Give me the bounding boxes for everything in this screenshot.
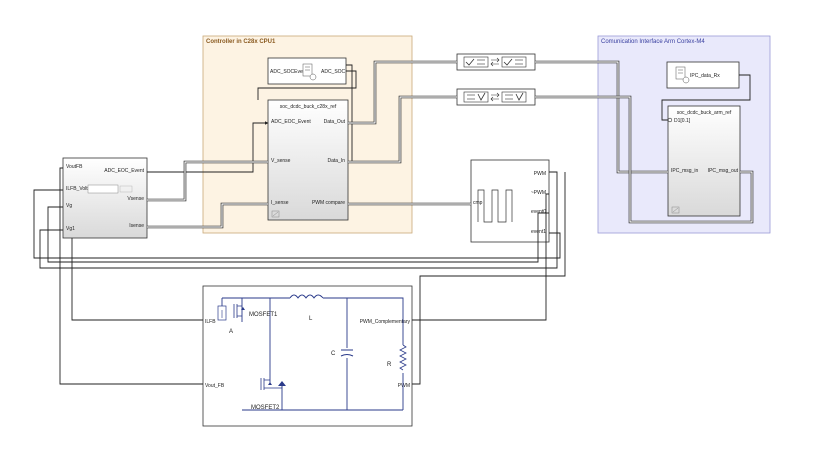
- port-event0: event0: [531, 209, 546, 215]
- signal-line[interactable]: [39, 171, 558, 269]
- signal-line[interactable]: [147, 121, 269, 173]
- port-ipc-msg-in: IPC_msg_in: [671, 168, 698, 174]
- port-vg: Vg: [66, 203, 72, 209]
- pwm-block[interactable]: cmp PWM ~PWM event0 event1: [470, 159, 550, 243]
- resistor-icon: R: [387, 344, 407, 373]
- bus-line-inner: [348, 96, 457, 163]
- comm-area-title: Comunication Interface Arm Cortex-M4: [601, 39, 705, 45]
- resistor-label: R: [387, 362, 392, 368]
- ipc-channel-1-block[interactable]: [456, 53, 536, 71]
- port-d1: D1[0.1]: [674, 118, 691, 124]
- sensor-inner-gain: [119, 185, 133, 193]
- mosfet1-icon: MOSFET1: [233, 304, 278, 318]
- ipc-transfer-icon: [463, 91, 527, 103]
- port-ipc-msg-out: IPC_msg_out: [708, 168, 739, 174]
- mosfet2-label: MOSFET2: [251, 405, 280, 411]
- port-vout-fb-plant: Vout_FB: [205, 383, 225, 389]
- adc-soc-block[interactable]: ADC_SOCEvent ADC_SOC: [267, 57, 347, 85]
- pwm-waveform-icon: [477, 189, 513, 223]
- port-pwm-inv: ~PWM: [531, 190, 546, 196]
- port-pwm-compare: PWM compare: [312, 200, 345, 206]
- controller-area-title: Controller in C28x CPU1: [206, 39, 276, 45]
- sensor-inner-subsystem: [87, 184, 119, 194]
- signal-line[interactable]: [33, 189, 561, 259]
- bus-line-inner: [147, 203, 268, 228]
- inductor-icon: L: [289, 294, 324, 322]
- arm-ref-model-block[interactable]: soc_dcdc_buck_arm_ref D1[0.1] IPC_msg_in…: [667, 105, 741, 217]
- task-icon: [675, 66, 690, 84]
- port-pwm-complementary: PWM_Complementary: [360, 319, 411, 325]
- port-vout-fb: VoutFB: [66, 164, 83, 170]
- port-adc-eoc-event-out: ADC_EOC_Event: [104, 168, 144, 174]
- c28x-ref-model-block[interactable]: soc_dcdc_buck_c28x_ref ADC_EOC_Event V_s…: [267, 99, 349, 221]
- function-call-port-icon: [667, 117, 673, 123]
- signal-line[interactable]: [412, 172, 566, 385]
- inductor-label: L: [309, 316, 313, 322]
- mosfet2-icon: MOSFET2: [251, 378, 286, 411]
- port-vsense-out: Vsense: [127, 196, 144, 202]
- port-pwm: PWM: [534, 171, 546, 177]
- sensor-adc-block[interactable]: VoutFB ILFB_Volts Vg Vg1 ADC_EOC_Event V…: [62, 157, 148, 239]
- port-data-out: Data_Out: [324, 119, 346, 125]
- bus-line-inner: [535, 61, 668, 173]
- model-reference-icon: [671, 206, 680, 214]
- ipc-data-rx-label: IPC_data_Rx: [690, 73, 720, 79]
- port-ilfb: ILFB: [205, 319, 216, 325]
- task-icon: [302, 63, 317, 81]
- port-pwm-plant: PWM: [398, 383, 410, 389]
- port-i-sense: I_sense: [271, 200, 289, 206]
- port-v-sense: V_sense: [271, 158, 291, 164]
- plant-subsystem-block[interactable]: ILFB Vout_FB PWM_Complementary PWM A MOS…: [202, 285, 413, 427]
- model-reference-icon: [271, 210, 280, 218]
- mosfet1-label: MOSFET1: [249, 312, 278, 318]
- bus-line-inner: [535, 96, 753, 223]
- port-data-in: Data_In: [327, 158, 345, 164]
- signal-line[interactable]: [412, 193, 549, 321]
- port-vg1: Vg1: [66, 226, 75, 232]
- ipc-channel-2-block[interactable]: [456, 88, 536, 106]
- ammeter-label: A: [229, 329, 233, 335]
- port-ilfb-volts: ILFB_Volts: [66, 186, 91, 192]
- signal-line[interactable]: [59, 167, 203, 385]
- bus-line-inner: [147, 161, 268, 201]
- capacitor-icon: C: [331, 348, 354, 358]
- port-adc-eoc-event: ADC_EOC_Event: [271, 119, 311, 125]
- capacitor-label: C: [331, 351, 336, 357]
- signal-line[interactable]: [661, 74, 751, 121]
- arm-ref-model-title: soc_dcdc_buck_arm_ref: [677, 110, 732, 116]
- c28x-ref-model-title: soc_dcdc_buck_c28x_ref: [280, 104, 337, 110]
- signal-line[interactable]: [257, 70, 357, 100]
- signal-line[interactable]: [71, 238, 203, 321]
- ipc-data-rx-block[interactable]: IPC_data_Rx: [666, 61, 740, 89]
- ipc-transfer-icon: [463, 56, 527, 68]
- adc-soc-event-port: ADC_SOCEvent: [270, 69, 308, 75]
- ammeter-icon: A: [217, 305, 233, 335]
- port-isense-out: Isense: [129, 223, 144, 229]
- bus-line-inner: [348, 61, 457, 124]
- adc-soc-port: ADC_SOC: [321, 69, 346, 75]
- port-event1: event1: [531, 229, 546, 235]
- signal-line[interactable]: [47, 206, 549, 263]
